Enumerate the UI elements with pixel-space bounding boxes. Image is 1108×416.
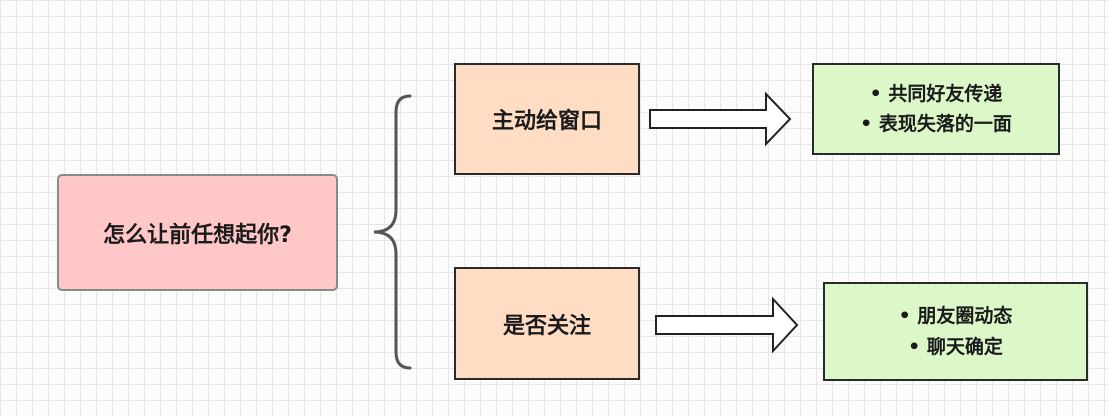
branch-label: 主动给窗口 bbox=[491, 109, 602, 134]
leaf-node-follow: • 朋友圈动态 • 聊天确定 bbox=[823, 282, 1088, 381]
leaf-item: • 共同好友传递 bbox=[869, 82, 1003, 105]
arrow-top bbox=[649, 91, 792, 147]
leaf-item: • 聊天确定 bbox=[908, 335, 1003, 358]
branch-node-window: 主动给窗口 bbox=[454, 63, 640, 175]
branch-label: 是否关注 bbox=[502, 313, 591, 339]
root-node: 怎么让前任想起你? bbox=[57, 174, 338, 291]
leaf-item: • 表现失落的一面 bbox=[860, 113, 1012, 135]
curly-brace bbox=[373, 94, 412, 370]
leaf-item: • 朋友圈动态 bbox=[898, 305, 1013, 328]
branch-node-follow: 是否关注 bbox=[454, 267, 640, 380]
root-label: 怎么让前任想起你? bbox=[103, 222, 292, 248]
leaf-node-window: • 共同好友传递 • 表现失落的一面 bbox=[812, 63, 1060, 155]
arrow-bottom bbox=[655, 296, 799, 354]
